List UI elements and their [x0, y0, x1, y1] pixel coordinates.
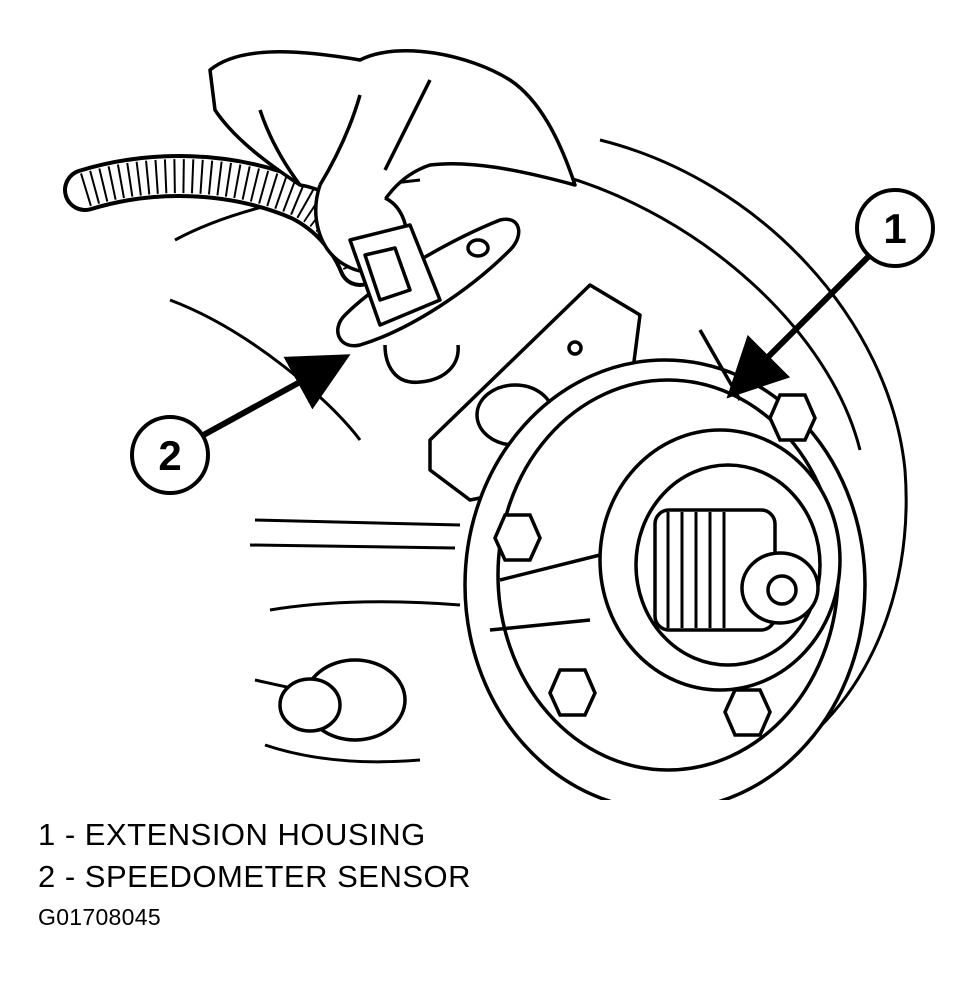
hand [208, 49, 577, 274]
case-boss [278, 658, 407, 742]
legend-item-speedometer-sensor: 2 - SPEEDOMETER SENSOR [38, 859, 472, 894]
transmission-case [169, 138, 908, 772]
line-art-illustration: 1 2 [63, 49, 935, 800]
extension-housing [463, 329, 867, 800]
legend-item-extension-housing: 1 - EXTENSION HOUSING [38, 817, 426, 852]
figure-code: G01708045 [38, 904, 161, 930]
speedometer-sensor [336, 217, 521, 384]
callout-2-number: 2 [158, 432, 181, 479]
callout-2: 2 [130, 354, 351, 495]
parts-legend: 1 - EXTENSION HOUSING 2 - SPEEDOMETER SE… [38, 814, 471, 898]
callout-1: 1 [726, 188, 935, 399]
callout-1-number: 1 [883, 205, 906, 252]
